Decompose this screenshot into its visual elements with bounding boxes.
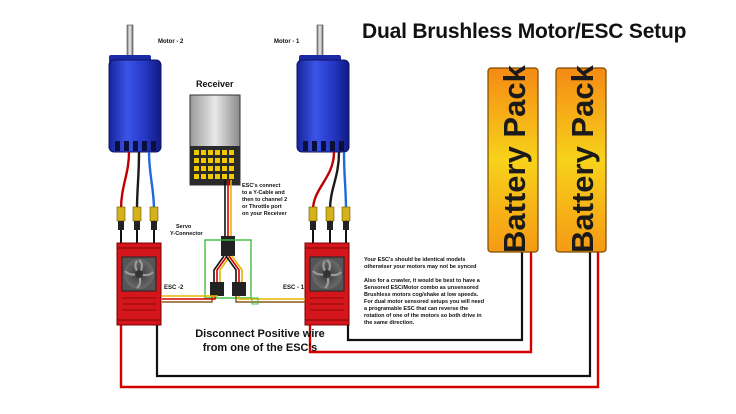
motor-1-bullet-connectors — [308, 206, 351, 243]
battery-pack-2: Battery Pack — [555, 64, 607, 253]
esc-1-label: ESC - 1 — [283, 285, 305, 291]
receiver-pin-header — [194, 150, 234, 179]
esc-1 — [304, 242, 350, 326]
servo-y-cable — [162, 180, 305, 305]
crawler-sensored-note: Also for a crawler, it would be best to … — [364, 278, 485, 326]
motor-2-label: Motor - 2 — [158, 39, 184, 45]
receiver-label: Receiver — [196, 79, 234, 89]
motor-1-label: Motor - 1 — [274, 39, 300, 45]
battery-pack-1: Battery Pack — [487, 64, 539, 253]
motor-2-bullet-connectors — [116, 206, 159, 243]
disconnect-positive-note: Disconnect Positive wire from one of the… — [195, 328, 325, 354]
esc-2 — [116, 242, 162, 326]
power-wires — [119, 250, 600, 389]
receiver — [189, 94, 241, 186]
motor-2-leads — [119, 151, 156, 211]
identical-esc-note: Your ESC's should be identical models ot… — [364, 257, 477, 270]
servo-y-connector-label: Servo Y-Connector — [170, 224, 203, 237]
esc-2-label: ESC -2 — [164, 285, 184, 291]
black-power-wire-esc1 — [346, 250, 524, 342]
motor-1-leads — [311, 151, 348, 211]
motor-2-can — [108, 59, 162, 153]
motor-1 — [296, 24, 350, 153]
red-power-wire-esc1 — [308, 250, 533, 354]
motor-2 — [108, 24, 162, 153]
motor-1-can — [296, 59, 350, 153]
red-power-wire-esc2 — [119, 250, 600, 389]
page-title: Dual Brushless Motor/ESC Setup — [362, 20, 687, 43]
black-power-wire-esc2 — [155, 250, 592, 378]
battery-pack-2-label: Battery Pack — [565, 64, 600, 253]
esc-connect-note: ESC's connect to a Y-Cable and then to c… — [242, 183, 288, 217]
battery-pack-1-label: Battery Pack — [497, 64, 532, 253]
servo-y-connector-highlight — [204, 239, 252, 299]
